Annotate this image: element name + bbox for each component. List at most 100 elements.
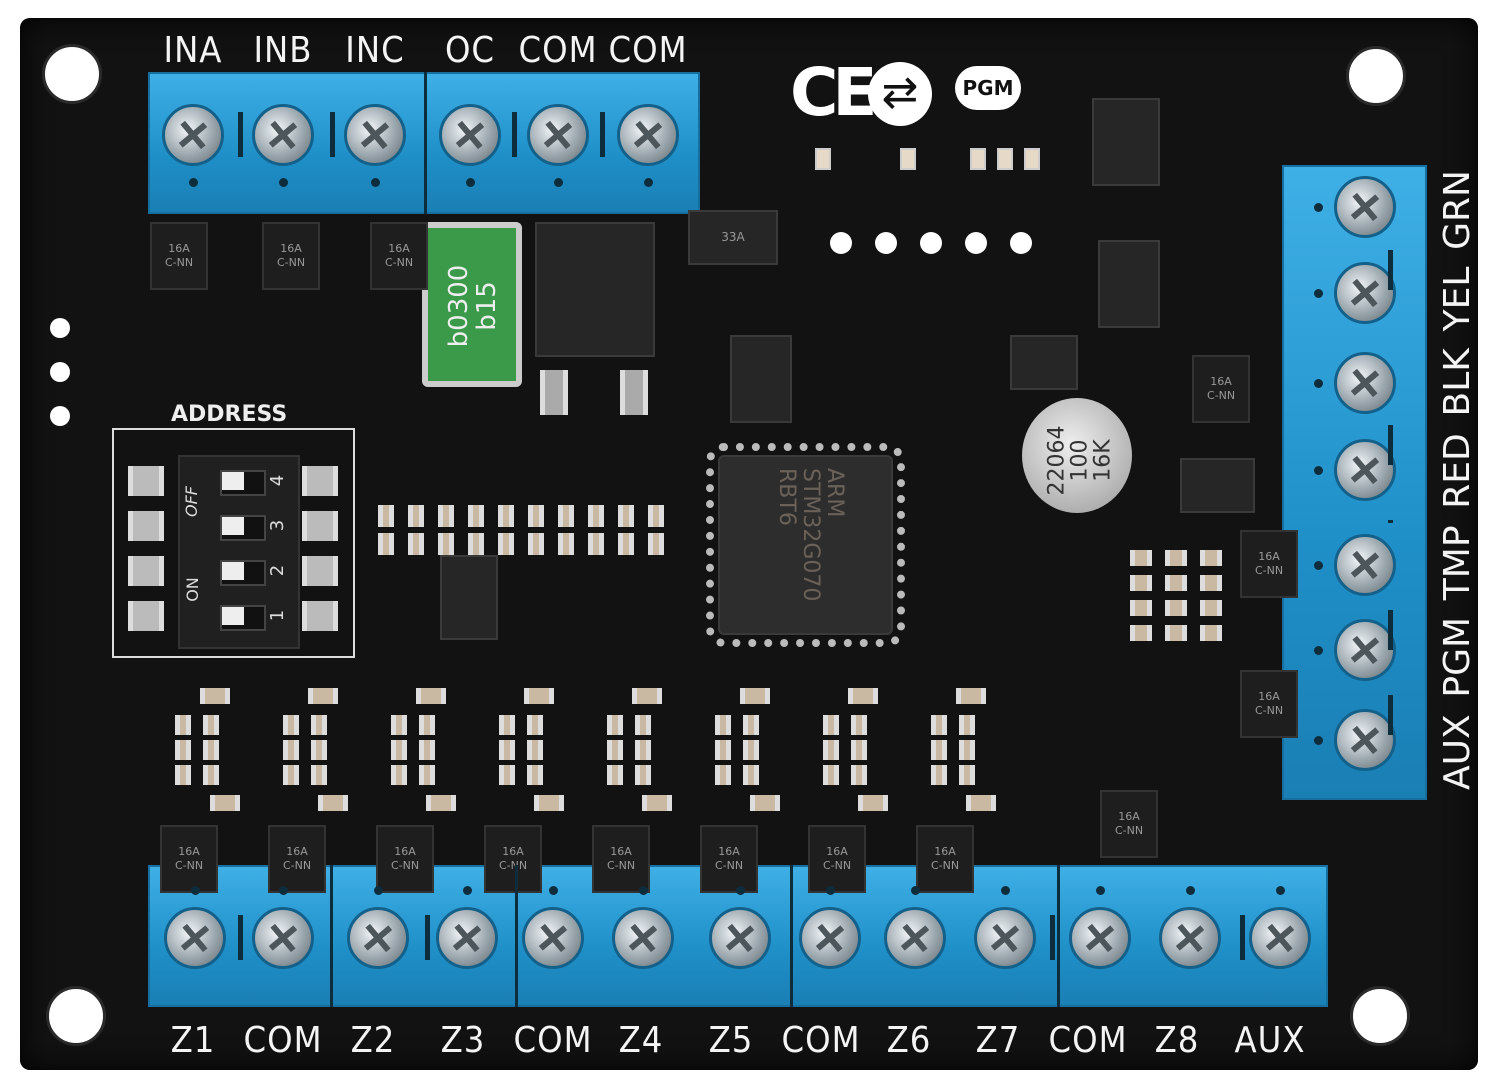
dip-toggle-knob[interactable] — [222, 607, 244, 625]
terminal-screw[interactable] — [1334, 176, 1396, 238]
terminal-divider — [1050, 915, 1055, 960]
terminal-label: COM — [518, 30, 598, 71]
smd-resistor — [175, 740, 191, 760]
via — [50, 406, 70, 426]
terminal-screw[interactable] — [1334, 352, 1396, 414]
terminal-hole — [279, 178, 288, 187]
led — [815, 148, 831, 170]
smd-resistor — [635, 765, 651, 785]
dip-toggle-knob[interactable] — [222, 472, 244, 490]
dip-switch-title: ADDRESS — [165, 402, 294, 427]
dip-number: 3 — [267, 519, 289, 532]
terminal-screw[interactable] — [1069, 907, 1131, 969]
smd-resistor — [851, 740, 867, 760]
terminal-screw[interactable] — [527, 104, 589, 166]
terminal-label: YEL — [1437, 266, 1478, 332]
diode-marking: C-NN — [1254, 704, 1284, 717]
fuse-marking-2: b15 — [472, 281, 502, 331]
smd-resistor — [959, 765, 975, 785]
terminal-label: Z6 — [886, 1020, 932, 1061]
terminal-screw[interactable] — [1334, 534, 1396, 596]
terminal-screw[interactable] — [617, 104, 679, 166]
dip-toggle-knob[interactable] — [222, 517, 244, 535]
terminal-label: TMP — [1437, 525, 1478, 601]
smd-resistor — [618, 533, 634, 555]
terminal-screw[interactable] — [974, 907, 1036, 969]
terminal-screw[interactable] — [612, 907, 674, 969]
inductor-marking: 33A — [721, 230, 745, 244]
diode-marking: C-NN — [276, 256, 306, 269]
diode-marking: 16A — [280, 242, 302, 255]
terminal-screw[interactable] — [252, 907, 314, 969]
terminal-screw[interactable] — [252, 104, 314, 166]
terminal-label: Z3 — [440, 1020, 486, 1061]
terminal-label: COM — [1048, 1020, 1128, 1061]
smd-resistor — [311, 740, 327, 760]
smd-resistor — [419, 740, 435, 760]
smd-capacitor — [956, 688, 986, 704]
terminal-screw[interactable] — [439, 104, 501, 166]
terminal-screw[interactable] — [1334, 439, 1396, 501]
terminal-screw[interactable] — [884, 907, 946, 969]
terminal-screw[interactable] — [522, 907, 584, 969]
smd-capacitor — [740, 688, 770, 704]
terminal-screw[interactable] — [799, 907, 861, 969]
terminal-screw[interactable] — [1334, 709, 1396, 771]
electrolytic-capacitor: 22064 100 16K — [1022, 398, 1132, 513]
terminal-screw[interactable] — [1334, 262, 1396, 324]
smd-resistor — [527, 715, 543, 735]
smd-capacitor — [858, 795, 888, 811]
diode-marking: C-NN — [174, 859, 204, 872]
diode-marking: 16A — [178, 845, 200, 858]
terminal-screw[interactable] — [164, 907, 226, 969]
smd-resistor — [743, 715, 759, 735]
terminal-label: AUX — [1437, 714, 1478, 790]
terminal-divider — [600, 112, 605, 157]
smd-resistor — [715, 765, 731, 785]
terminal-screw[interactable] — [344, 104, 406, 166]
terminal-hole — [1314, 289, 1323, 298]
smd-resistor — [203, 715, 219, 735]
diode-marking: C-NN — [1254, 564, 1284, 577]
diode-marking: 16A — [168, 242, 190, 255]
diode-marking: 16A — [934, 845, 956, 858]
smd-resistor — [588, 533, 604, 555]
smd-resistor — [959, 715, 975, 735]
terminal-divider — [1388, 250, 1393, 290]
mcu-part: STM32G070 — [798, 468, 823, 602]
terminal-screw[interactable] — [1334, 619, 1396, 681]
terminal-screw[interactable] — [162, 104, 224, 166]
dip-number: 1 — [267, 609, 289, 622]
terminal-hole — [549, 886, 558, 895]
terminal-screw[interactable] — [1159, 907, 1221, 969]
terminal-label: INA — [163, 30, 223, 71]
pgm-logo: PGM — [955, 66, 1021, 110]
smd-resistor — [931, 715, 947, 735]
terminal-hole — [466, 178, 475, 187]
dip-toggle-knob[interactable] — [222, 562, 244, 580]
terminal-hole — [639, 886, 648, 895]
terminal-hole — [371, 178, 380, 187]
terminal-screw[interactable] — [709, 907, 771, 969]
terminal-screw[interactable] — [1249, 907, 1311, 969]
terminal-label: RED — [1437, 433, 1478, 509]
smd-resistor — [438, 533, 454, 555]
smd-resistor — [588, 505, 604, 527]
smd-capacitor — [848, 688, 878, 704]
smd-resistor — [1200, 600, 1222, 616]
via — [920, 232, 942, 254]
smd-resistor — [607, 765, 623, 785]
terminal-hole — [1314, 466, 1323, 475]
terminal-divider — [1388, 520, 1393, 523]
via — [830, 232, 852, 254]
smd-resistor — [1130, 600, 1152, 616]
regulator-pin — [540, 370, 568, 415]
terminal-screw[interactable] — [347, 907, 409, 969]
terminal-label: Z2 — [350, 1020, 396, 1061]
smd-resistor — [419, 715, 435, 735]
terminal-screw[interactable] — [436, 907, 498, 969]
terminal-label: Z8 — [1154, 1020, 1200, 1061]
